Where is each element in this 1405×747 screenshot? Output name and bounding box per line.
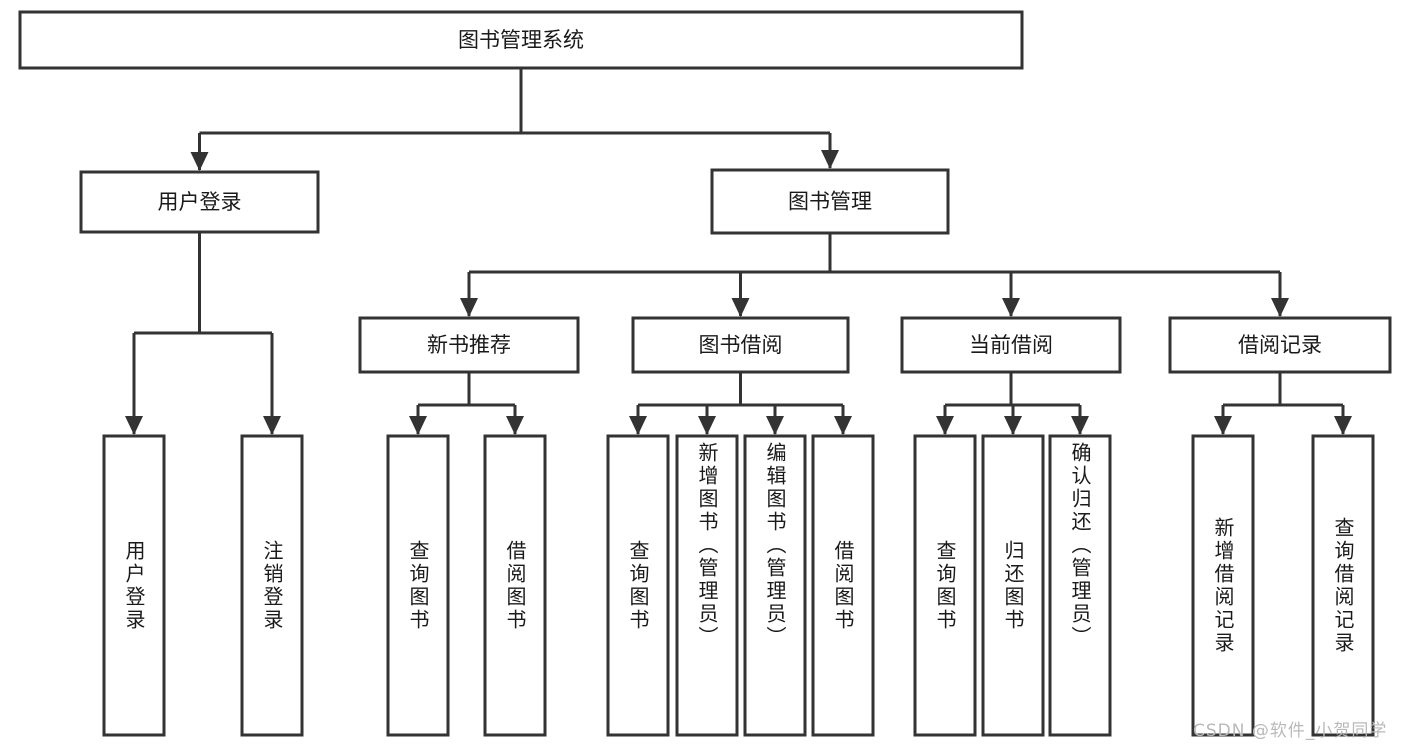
node-box-leaf-return-book bbox=[981, 434, 1045, 737]
arrow-leaf-add-record bbox=[1214, 416, 1232, 435]
node-label-root: 图书管理系统 bbox=[458, 28, 584, 52]
node-box-leaf-confirm-return bbox=[1048, 434, 1112, 737]
node-box-new-book-rec bbox=[358, 316, 580, 374]
arrow-leaf-add-book bbox=[698, 416, 716, 435]
node-box-leaf-query-book-1 bbox=[386, 434, 450, 737]
node-label-book-borrow: 图书借阅 bbox=[699, 333, 783, 357]
arrow-leaf-user-logout bbox=[263, 416, 281, 435]
node-box-borrow-record bbox=[1168, 316, 1392, 374]
node-box-leaf-borrow-book-1 bbox=[483, 434, 547, 737]
node-box-current-borrow bbox=[900, 316, 1122, 374]
node-box-leaf-user-logout bbox=[240, 434, 304, 737]
node-box-leaf-query-record bbox=[1311, 434, 1375, 737]
arrow-leaf-confirm-return bbox=[1071, 416, 1089, 435]
arrow-leaf-query-book-1 bbox=[409, 416, 427, 435]
arrow-leaf-user-login bbox=[125, 416, 143, 435]
node-label-user-login: 用户登录 bbox=[158, 190, 242, 214]
node-box-leaf-edit-book bbox=[743, 434, 807, 737]
arrow-leaf-borrow-book-2 bbox=[834, 416, 852, 435]
arrow-borrow-record bbox=[1271, 298, 1289, 317]
arrow-leaf-query-book-3 bbox=[936, 416, 954, 435]
node-box-leaf-user-login bbox=[102, 434, 166, 737]
node-box-root bbox=[18, 10, 1024, 70]
node-box-leaf-borrow-book-2 bbox=[811, 434, 875, 737]
arrow-new-book-rec bbox=[460, 298, 478, 317]
node-box-book-borrow bbox=[631, 316, 850, 374]
node-box-leaf-add-book bbox=[675, 434, 739, 737]
arrow-current-borrow bbox=[1002, 298, 1020, 317]
node-box-book-management bbox=[710, 168, 950, 235]
node-box-leaf-query-book-2 bbox=[606, 434, 670, 737]
arrow-leaf-return-book bbox=[1004, 416, 1022, 435]
node-label-current-borrow: 当前借阅 bbox=[969, 333, 1053, 357]
arrow-book-borrow bbox=[731, 298, 750, 317]
watermark-text: CSDN @软件_小贺同学 bbox=[1193, 721, 1388, 741]
arrow-leaf-query-book-2 bbox=[629, 416, 647, 435]
node-label-new-book-rec: 新书推荐 bbox=[427, 333, 511, 357]
arrow-leaf-query-record bbox=[1334, 416, 1352, 435]
node-box-user-login bbox=[79, 170, 320, 234]
arrow-leaf-edit-book bbox=[766, 416, 784, 435]
node-box-leaf-add-record bbox=[1191, 434, 1255, 737]
node-label-book-management: 图书管理 bbox=[788, 190, 872, 214]
box-layer bbox=[18, 10, 1392, 737]
arrow-book-management bbox=[821, 150, 839, 169]
node-label-borrow-record: 借阅记录 bbox=[1238, 333, 1322, 357]
arrow-user-login bbox=[190, 152, 209, 171]
connector-layer bbox=[125, 68, 1352, 435]
node-box-leaf-query-book-3 bbox=[913, 434, 977, 737]
arrow-leaf-borrow-book-1 bbox=[506, 416, 524, 435]
